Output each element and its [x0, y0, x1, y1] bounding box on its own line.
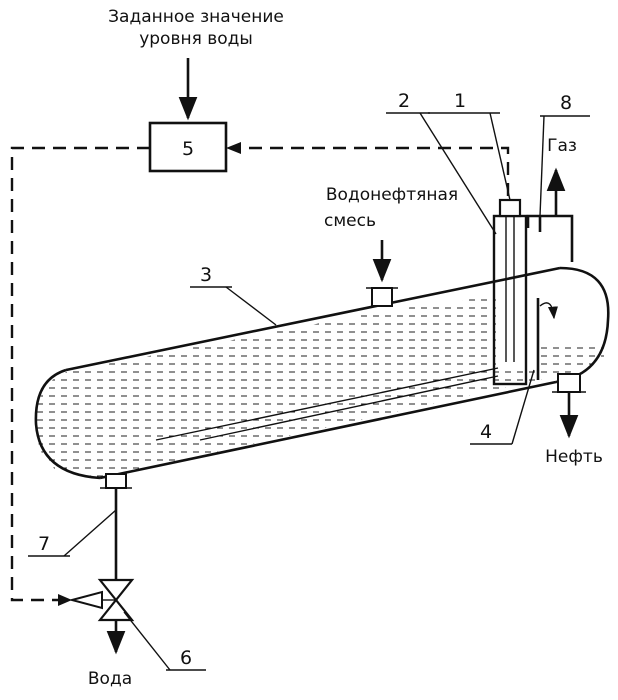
- leader-line-8: [540, 116, 544, 216]
- level-sensor: [500, 200, 520, 216]
- label-number-2: 2: [398, 90, 410, 112]
- label-number-8: 8: [560, 92, 572, 114]
- mixture-label-line2: смесь: [324, 211, 376, 231]
- label-number-6: 6: [180, 647, 192, 669]
- label-number-5: 5: [182, 138, 194, 160]
- setpoint-label-line1: Заданное значение: [108, 7, 284, 27]
- gas-dome: [528, 216, 572, 262]
- setpoint-label-line2: уровня воды: [139, 29, 253, 49]
- liquid-fill: [36, 296, 604, 478]
- sensor-chamber: [494, 216, 526, 384]
- label-number-3: 3: [200, 264, 212, 286]
- mixture-inlet-nozzle: [372, 288, 392, 306]
- water-outlet-nozzle: [106, 474, 126, 488]
- mixture-label-line1: Водонефтяная: [326, 185, 458, 205]
- label-number-4: 4: [480, 421, 492, 443]
- oil-label: Нефть: [545, 447, 603, 467]
- label-number-7: 7: [38, 533, 50, 555]
- overflow-arrow: [540, 303, 554, 318]
- water-label: Вода: [88, 669, 132, 689]
- leader-line-6: [124, 612, 170, 670]
- oil-outlet-nozzle: [558, 374, 580, 392]
- leader-line-1: [490, 113, 510, 200]
- valve-body-top: [100, 580, 132, 600]
- gas-label: Газ: [547, 136, 577, 156]
- leader-line-2: [420, 113, 496, 234]
- leader-line-3: [226, 287, 276, 325]
- label-number-1: 1: [454, 90, 466, 112]
- signal-arrowhead-controller: [226, 142, 241, 154]
- valve-actuator: [72, 592, 102, 608]
- leader-line-7: [64, 510, 116, 556]
